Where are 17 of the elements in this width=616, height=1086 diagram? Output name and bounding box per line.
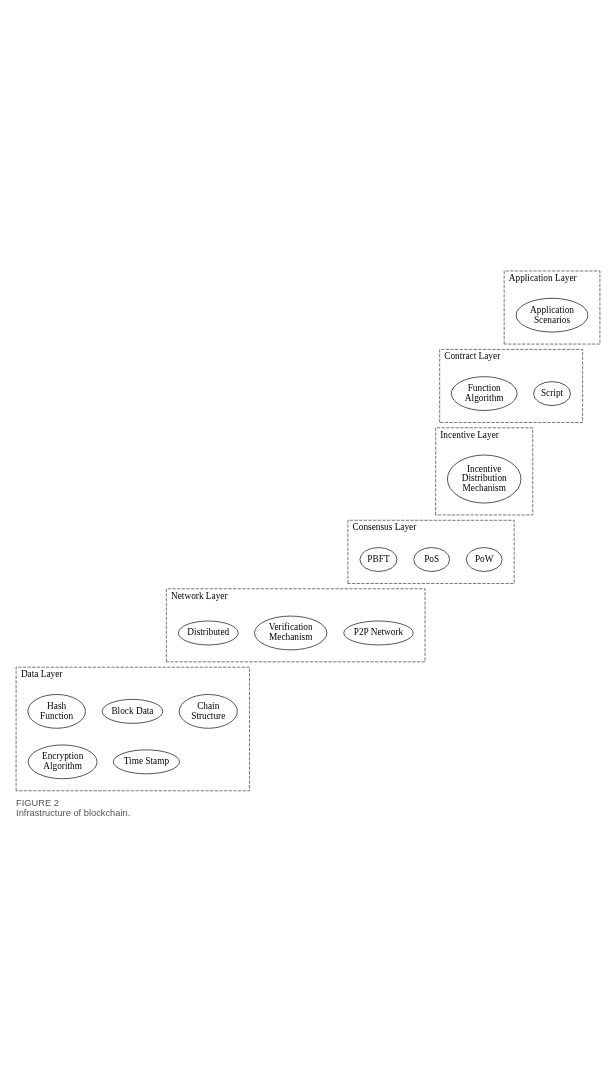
node-ellipse: Time Stamp bbox=[113, 749, 180, 774]
node-ellipse: Verification Mechanism bbox=[254, 615, 328, 650]
node-ellipse: Distributed bbox=[178, 620, 239, 645]
node-ellipse: Application Scenarios bbox=[515, 297, 589, 332]
node-ellipse: PoS bbox=[413, 546, 450, 572]
node-ellipse: Chain Structure bbox=[178, 693, 238, 729]
node-ellipse: P2P Network bbox=[343, 620, 414, 645]
node-ellipse: Incentive Distribution Mechanism bbox=[447, 454, 522, 503]
node-ellipse: Function Algorithm bbox=[450, 375, 518, 411]
node-ellipse: Hash Function bbox=[27, 693, 86, 729]
node-ellipse: Encryption Algorithm bbox=[27, 744, 98, 779]
node-ellipse: PoW bbox=[465, 546, 503, 572]
node-ellipse: Script bbox=[533, 380, 571, 406]
node-ellipse: Block Data bbox=[101, 698, 164, 724]
caption: Infrastructure of blockchain. bbox=[16, 807, 131, 818]
diagram-title: FIGURE 2 bbox=[16, 797, 59, 808]
node-ellipse: PBFT bbox=[359, 546, 398, 572]
